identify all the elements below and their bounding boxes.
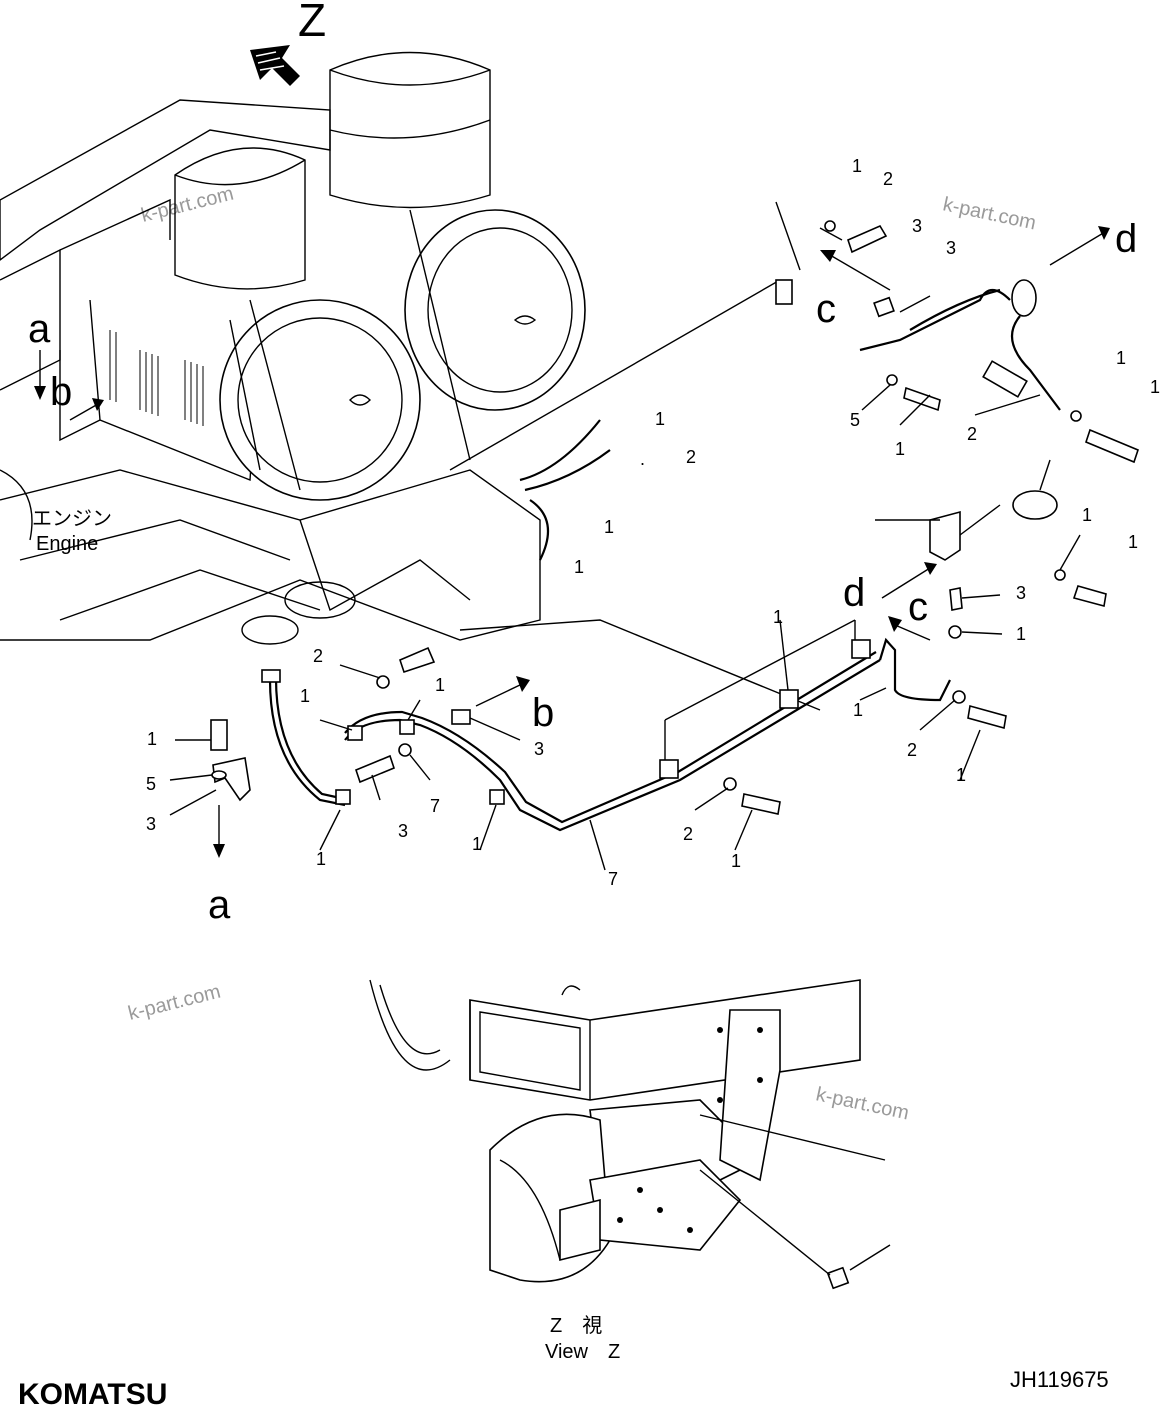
tube-assembly	[169, 619, 1007, 871]
view-z-marker: Z	[298, 0, 326, 46]
svg-text:1: 1	[604, 517, 614, 537]
svg-text:1: 1	[1150, 377, 1160, 397]
svg-text:1: 1	[853, 700, 863, 720]
svg-text:1: 1	[147, 729, 157, 749]
arrow-b-lower	[475, 683, 523, 707]
svg-text:5: 5	[850, 410, 860, 430]
arrow-c-upper	[829, 254, 891, 291]
svg-text:7: 7	[430, 796, 440, 816]
svg-text:3: 3	[1016, 583, 1026, 603]
label-a-lower: a	[208, 883, 231, 927]
label-d-upper: d	[1115, 217, 1137, 261]
watermark-1: k-part.com	[139, 183, 236, 227]
svg-text:1: 1	[773, 607, 783, 627]
watermark-4: k-part.com	[814, 1083, 911, 1124]
svg-text:1: 1	[956, 765, 966, 785]
svg-text:3: 3	[946, 238, 956, 258]
svg-text:1: 1	[731, 851, 741, 871]
svg-text:2: 2	[313, 646, 323, 666]
watermark-2: k-part.com	[941, 193, 1038, 234]
svg-text:1: 1	[1082, 505, 1092, 525]
label-d-lower: d	[843, 571, 865, 615]
svg-text:3: 3	[534, 739, 544, 759]
svg-text:3: 3	[146, 814, 156, 834]
label-b-lower: b	[532, 691, 554, 735]
svg-text:1: 1	[472, 834, 482, 854]
svg-text:7: 7	[608, 869, 618, 889]
sensor-harness-group	[775, 201, 1139, 639]
svg-text:3: 3	[912, 216, 922, 236]
svg-text:1: 1	[574, 557, 584, 577]
svg-text:1: 1	[1016, 624, 1026, 644]
view-z-label-jp: Z 視	[550, 1314, 602, 1337]
svg-text:1: 1	[1128, 532, 1138, 552]
svg-text:2: 2	[683, 824, 693, 844]
label-c-upper: c	[816, 287, 836, 331]
brand-logo: KOMATSU	[18, 1378, 167, 1411]
item-numbers: 12 33 51 21 11 .2 11 11 31 21 17 31 53 1…	[146, 156, 1160, 889]
svg-text:1: 1	[435, 675, 445, 695]
watermark-3: k-part.com	[126, 981, 223, 1025]
svg-text:5: 5	[146, 774, 156, 794]
svg-text:1: 1	[1116, 348, 1126, 368]
engine-label-en: Engine	[36, 533, 98, 555]
view-z-label-en: View Z	[545, 1341, 620, 1363]
arrow-d-lower	[881, 567, 931, 599]
view-z-arrow	[250, 45, 300, 86]
view-z-assembly	[369, 979, 891, 1290]
svg-text:2: 2	[967, 424, 977, 444]
svg-text:3: 3	[398, 821, 408, 841]
svg-text:2: 2	[883, 169, 893, 189]
svg-text:1: 1	[655, 409, 665, 429]
label-b-top: b	[50, 370, 72, 414]
svg-text:1: 1	[852, 156, 862, 176]
label-c-lower: c	[908, 585, 928, 629]
engine-assembly	[0, 51, 821, 711]
svg-text:1: 1	[895, 439, 905, 459]
engine-label-jp: エンジン	[32, 508, 112, 530]
svg-text:2: 2	[686, 447, 696, 467]
label-a-top: a	[28, 307, 51, 351]
svg-text:2: 2	[907, 740, 917, 760]
svg-text:1: 1	[300, 686, 310, 706]
arrow-d-upper	[1049, 231, 1106, 266]
svg-text:1: 1	[316, 849, 326, 869]
svg-text:.: .	[640, 449, 645, 469]
drawing-code: JH119675	[1010, 1367, 1109, 1392]
